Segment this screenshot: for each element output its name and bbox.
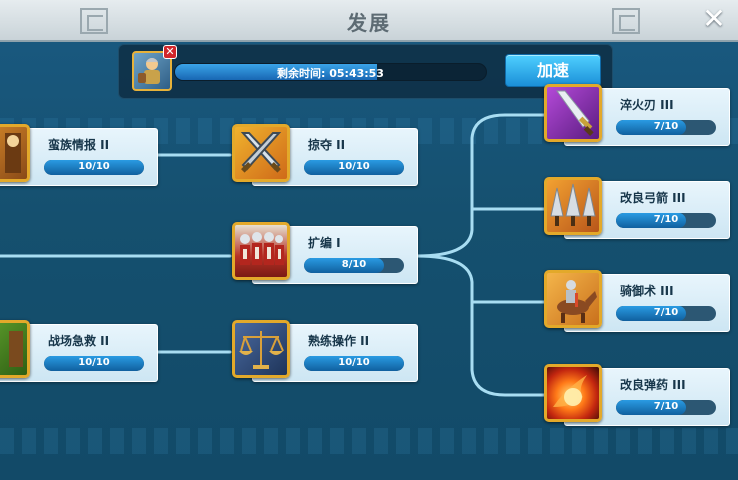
node-progress-bar: 10/10 [44, 160, 144, 175]
node-progress-text: 10/10 [338, 161, 370, 172]
node-name: 掠夺 II [308, 138, 346, 152]
node-progress-fill [616, 213, 686, 228]
node-progress-text: 7/10 [653, 307, 679, 318]
soldiers-icon [232, 222, 290, 280]
node-name: 淬火刃 III [620, 98, 674, 112]
tech-node-quench-blade[interactable]: 淬火刃 III 7/10 [536, 84, 730, 146]
medic-icon [0, 320, 30, 378]
node-progress-bar: 7/10 [616, 400, 716, 415]
scales-icon [232, 320, 290, 378]
node-progress-fill [44, 160, 144, 175]
node-progress-fill [304, 356, 404, 371]
node-progress-fill [44, 356, 144, 371]
sword-icon [544, 84, 602, 142]
node-name: 扩编 I [308, 236, 341, 250]
tech-node-improved-ammo[interactable]: 改良弹药 III 7/10 [536, 364, 730, 426]
horseman-icon [544, 270, 602, 328]
research-progress-bar: 剩余时间: 05:43:53 [174, 63, 487, 81]
tech-node-horsemanship[interactable]: 骑御术 III 7/10 [536, 270, 730, 332]
node-name: 改良弓箭 III [620, 191, 686, 205]
node-progress-bar: 7/10 [616, 120, 716, 135]
tech-node-plunder[interactable]: 掠夺 II 10/10 [224, 124, 418, 186]
node-progress-text: 10/10 [78, 161, 110, 172]
node-progress-text: 8/10 [341, 259, 367, 270]
node-progress-text: 7/10 [653, 401, 679, 412]
title-bar: 发展 ✕ [0, 0, 738, 42]
node-progress-bar: 7/10 [616, 213, 716, 228]
arrowheads-icon [544, 177, 602, 235]
crossed-swords-icon [232, 124, 290, 182]
meander-ornament [80, 8, 108, 34]
node-progress-bar: 8/10 [304, 258, 404, 273]
fireball-icon [544, 364, 602, 422]
node-name: 熟练操作 II [308, 334, 370, 348]
remaining-time-text: 剩余时间: 05:43:53 [277, 67, 384, 80]
cancel-research-icon[interactable]: ✕ [163, 45, 177, 59]
page-title: 发展 [347, 11, 391, 35]
tech-node-field-aid[interactable]: 战场急救 II 10/10 [0, 320, 158, 382]
node-name: 战场急救 II [48, 334, 110, 348]
background-pattern [0, 428, 738, 454]
tech-node-improved-arrow[interactable]: 改良弓箭 III 7/10 [536, 177, 730, 239]
node-progress-fill [616, 400, 686, 415]
tech-node-expand[interactable]: 扩编 I 8/10 [224, 222, 418, 284]
node-name: 蛮族情报 II [48, 138, 110, 152]
meander-ornament [612, 8, 640, 34]
node-progress-text: 10/10 [338, 357, 370, 368]
research-timer-panel: ✕ 剩余时间: 05:43:53 加速 [118, 44, 613, 99]
node-progress-text: 7/10 [653, 214, 679, 225]
node-progress-bar: 10/10 [304, 160, 404, 175]
research-progress-fill [175, 64, 378, 80]
node-name: 骑御术 III [620, 284, 674, 298]
tactics-icon [0, 124, 30, 182]
node-progress-fill [616, 120, 686, 135]
node-progress-fill [304, 160, 404, 175]
node-progress-text: 10/10 [78, 357, 110, 368]
tech-node-skilled-operation[interactable]: 熟练操作 II 10/10 [224, 320, 418, 382]
node-progress-bar: 10/10 [304, 356, 404, 371]
node-name: 改良弹药 III [620, 378, 686, 392]
node-progress-bar: 10/10 [44, 356, 144, 371]
tech-node-tribe-intel[interactable]: 蛮族情报 II 10/10 [0, 124, 158, 186]
node-progress-text: 7/10 [653, 121, 679, 132]
speedup-button[interactable]: 加速 [505, 54, 601, 87]
node-progress-fill [304, 258, 384, 273]
node-progress-bar: 7/10 [616, 306, 716, 321]
node-progress-fill [616, 306, 686, 321]
close-button[interactable]: ✕ [702, 2, 726, 35]
